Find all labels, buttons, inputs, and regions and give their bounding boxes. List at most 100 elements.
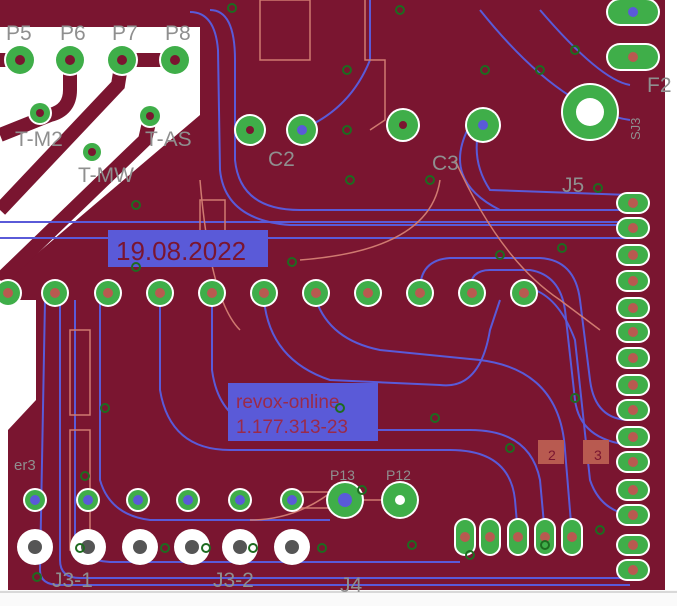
via: [131, 262, 141, 272]
pad-header[interactable]: [4, 44, 36, 76]
pin-pad[interactable]: [302, 279, 330, 307]
via: [480, 65, 490, 75]
connector-j5-pad[interactable]: [616, 504, 650, 526]
connector-j5-pad[interactable]: [616, 451, 650, 473]
jumper-label: 3: [594, 447, 602, 463]
via: [160, 543, 170, 553]
connector-j5-pad[interactable]: [616, 244, 650, 266]
connector-j5-pad[interactable]: [616, 479, 650, 501]
label-j3-2: J3-2: [213, 569, 254, 592]
via: [80, 471, 90, 481]
connector-j4-pad[interactable]: [454, 518, 476, 556]
connector-j5-pad[interactable]: [616, 321, 650, 343]
label-p12: P12: [386, 467, 411, 483]
label-p8: P8: [165, 22, 191, 45]
via: [201, 543, 211, 553]
connector-j5-pad[interactable]: [616, 426, 650, 448]
via: [570, 393, 580, 403]
pad-p12[interactable]: [381, 481, 419, 519]
connector-j5-pad[interactable]: [616, 559, 650, 581]
capacitor-pad[interactable]: [386, 108, 420, 142]
jumper-pad[interactable]: [538, 440, 564, 464]
connector-j5-pad[interactable]: [616, 374, 650, 396]
pin-pad[interactable]: [126, 488, 150, 512]
board-edge-cutout: [0, 300, 36, 590]
jumper-pad[interactable]: [583, 440, 609, 464]
pin-pad[interactable]: [228, 488, 252, 512]
pin-pad[interactable]: [250, 279, 278, 307]
testpoint-pad[interactable]: [28, 101, 52, 125]
capacitor-pad[interactable]: [465, 107, 501, 143]
mounting-hole-j3[interactable]: [122, 529, 158, 565]
jumper-label: 2: [548, 447, 556, 463]
pin-pad[interactable]: [458, 279, 486, 307]
label-f2: F2: [647, 74, 672, 97]
via: [465, 550, 475, 560]
testpoint-pad[interactable]: [138, 104, 162, 128]
pin-pad[interactable]: [0, 279, 22, 307]
connector-j5-pad[interactable]: [616, 347, 650, 369]
fuse-clip-pad[interactable]: [606, 43, 660, 71]
via: [407, 540, 417, 550]
via: [357, 485, 367, 495]
pin-pad[interactable]: [280, 488, 304, 512]
solder-jumpers[interactable]: 2 3: [538, 440, 609, 464]
connector-j4-pad[interactable]: [561, 518, 583, 556]
connector-j4-pad[interactable]: [479, 518, 501, 556]
mounting-hole-j3[interactable]: [222, 529, 258, 565]
component-labels: P5 P6 P7 P8 T-M2 T-AS T-MW C2 C3 F2 J5 S…: [6, 22, 672, 597]
info-label-line1: revox-online: [236, 392, 340, 413]
connector-j5-pad[interactable]: [616, 534, 650, 556]
testpoint-pad[interactable]: [81, 141, 103, 163]
pin-pad[interactable]: [176, 488, 200, 512]
via: [342, 65, 352, 75]
via: [317, 543, 327, 553]
mounting-hole-j3[interactable]: [174, 529, 210, 565]
label-j3-1: J3-1: [52, 569, 93, 592]
capacitor-pad[interactable]: [286, 114, 318, 146]
pads[interactable]: [0, 0, 660, 581]
via: [100, 403, 110, 413]
via: [395, 5, 405, 15]
pin-pad[interactable]: [41, 279, 69, 307]
via: [32, 572, 42, 582]
fuse-clip-pad[interactable]: [606, 0, 660, 26]
pad-header[interactable]: [106, 44, 138, 76]
pin-pad[interactable]: [198, 279, 226, 307]
pin-pad[interactable]: [510, 279, 538, 307]
date-label: 19.08.2022: [116, 236, 246, 266]
pad-p13[interactable]: [326, 481, 364, 519]
label-p5: P5: [6, 22, 32, 45]
via: [535, 65, 545, 75]
pin-pad[interactable]: [406, 279, 434, 307]
pin-pad[interactable]: [94, 279, 122, 307]
label-c3: C3: [432, 152, 459, 175]
via: [430, 413, 440, 423]
label-t-mw: T-MW: [78, 164, 134, 187]
label-c2: C2: [268, 148, 295, 171]
capacitor-pad[interactable]: [234, 114, 266, 146]
pin-pad[interactable]: [23, 488, 47, 512]
connector-j4-pad[interactable]: [507, 518, 529, 556]
connector-j5-pad[interactable]: [616, 270, 650, 292]
connector-j5-pad[interactable]: [616, 192, 650, 214]
label-p6: P6: [60, 22, 86, 45]
pin-pad[interactable]: [354, 279, 382, 307]
pin-pad[interactable]: [76, 488, 100, 512]
fuse-pad[interactable]: [561, 83, 619, 141]
via: [540, 540, 550, 550]
pad-header[interactable]: [159, 44, 191, 76]
pin-pad[interactable]: [146, 279, 174, 307]
connector-j5-pad[interactable]: [616, 217, 650, 239]
connector-j4-pad[interactable]: [534, 518, 556, 556]
info-label-box: [228, 383, 378, 441]
via: [131, 200, 141, 210]
pad-header[interactable]: [54, 44, 86, 76]
connector-j5-pad[interactable]: [616, 399, 650, 421]
connector-j5-pad[interactable]: [616, 297, 650, 319]
mounting-hole-j3[interactable]: [274, 529, 310, 565]
mounting-hole-j3[interactable]: [17, 529, 53, 565]
mounting-hole-j3[interactable]: [70, 529, 106, 565]
